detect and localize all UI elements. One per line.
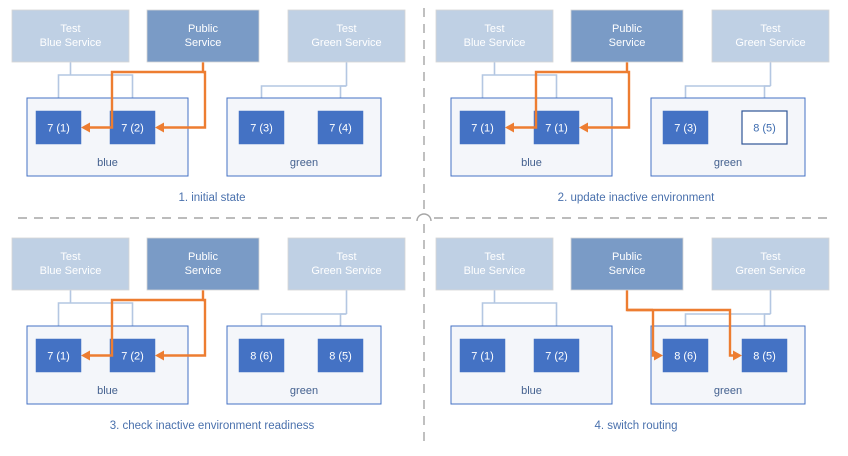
service-test-blue-line2: Blue Service: [40, 37, 102, 49]
panel-caption: 2. update inactive environment: [558, 192, 715, 204]
pod: 7 (1): [459, 110, 506, 145]
pod-label: 7 (1): [471, 351, 494, 363]
pod: 7 (3): [662, 110, 709, 145]
pod: 7 (1): [35, 110, 82, 145]
pod: 8 (5): [317, 338, 364, 373]
service-test-green-line2: Green Service: [311, 265, 381, 277]
pod-label: 7 (2): [121, 123, 144, 135]
service-test-blue-line1: Test: [484, 23, 504, 35]
service-test-blue-line1: Test: [60, 23, 80, 35]
service-test-blue-line2: Blue Service: [40, 265, 102, 277]
service-test-green-line1: Test: [336, 251, 356, 263]
pod-label: 7 (1): [47, 351, 70, 363]
environment-blue: blue 7 (1) 7 (2): [26, 97, 189, 177]
environment-label: green: [714, 157, 742, 169]
panel-caption: 4. switch routing: [594, 420, 677, 432]
pod-label: 8 (6): [250, 351, 273, 363]
service-public-line1: Public: [188, 251, 218, 263]
pod-label: 7 (2): [545, 351, 568, 363]
pod: 8 (5): [741, 110, 788, 145]
panel-caption: 1. initial state: [178, 192, 245, 204]
pod: 7 (3): [238, 110, 285, 145]
pod: 8 (5): [741, 338, 788, 373]
pod: 7 (1): [459, 338, 506, 373]
route-public: [505, 62, 631, 133]
pod-label: 8 (5): [753, 351, 776, 363]
environment-green: green 7 (3) 7 (4): [226, 97, 382, 177]
route-public: [81, 290, 207, 361]
service-test-blue-line1: Test: [484, 251, 504, 263]
pod: 7 (1): [35, 338, 82, 373]
service-test-green-line1: Test: [336, 23, 356, 35]
environment-blue: blue 7 (1) 7 (1): [450, 97, 613, 177]
service-test-blue-line2: Blue Service: [464, 37, 526, 49]
service-public-line2: Service: [185, 265, 222, 277]
service-test-green-line1: Test: [760, 23, 780, 35]
environment-label: blue: [97, 385, 118, 397]
pod-label: 7 (2): [121, 351, 144, 363]
route-public: [625, 290, 742, 361]
environment-blue: blue 7 (1) 7 (2): [450, 325, 613, 405]
pod: 7 (4): [317, 110, 364, 145]
pod: 7 (2): [109, 110, 156, 145]
service-public-line2: Service: [609, 265, 646, 277]
pod: 7 (2): [109, 338, 156, 373]
environment-label: blue: [521, 157, 542, 169]
pod-label: 7 (1): [545, 123, 568, 135]
pod-label: 7 (1): [47, 123, 70, 135]
service-public-line1: Public: [612, 251, 642, 263]
pod: 8 (6): [662, 338, 709, 373]
service-test-green-line2: Green Service: [735, 265, 805, 277]
pod: 8 (6): [238, 338, 285, 373]
environment-label: green: [290, 385, 318, 397]
service-test-blue-line2: Blue Service: [464, 265, 526, 277]
environment-label: green: [714, 385, 742, 397]
service-test-green-line1: Test: [760, 251, 780, 263]
pod-label: 8 (6): [674, 351, 697, 363]
service-test-green-line2: Green Service: [735, 37, 805, 49]
environment-green: green 8 (6) 8 (5): [226, 325, 382, 405]
environment-green: green 7 (3) 8 (5): [650, 97, 806, 177]
service-test-green-line2: Green Service: [311, 37, 381, 49]
service-test-blue-line1: Test: [60, 251, 80, 263]
panel-caption: 3. check inactive environment readiness: [110, 420, 315, 432]
environment-green: green 8 (6) 8 (5): [650, 325, 806, 405]
pod-label: 7 (1): [471, 123, 494, 135]
environment-label: green: [290, 157, 318, 169]
environment-label: blue: [97, 157, 118, 169]
pod-label: 7 (3): [250, 123, 273, 135]
service-public-line2: Service: [609, 37, 646, 49]
route-public: [81, 62, 207, 133]
pod-label: 7 (4): [329, 123, 352, 135]
service-public-line1: Public: [188, 23, 218, 35]
service-public-line2: Service: [185, 37, 222, 49]
pod-label: 8 (5): [753, 123, 776, 135]
environment-blue: blue 7 (1) 7 (2): [26, 325, 189, 405]
service-public-line1: Public: [612, 23, 642, 35]
pod: 7 (2): [533, 338, 580, 373]
pod-label: 8 (5): [329, 351, 352, 363]
environment-label: blue: [521, 385, 542, 397]
pod: 7 (1): [533, 110, 580, 145]
pod-label: 7 (3): [674, 123, 697, 135]
